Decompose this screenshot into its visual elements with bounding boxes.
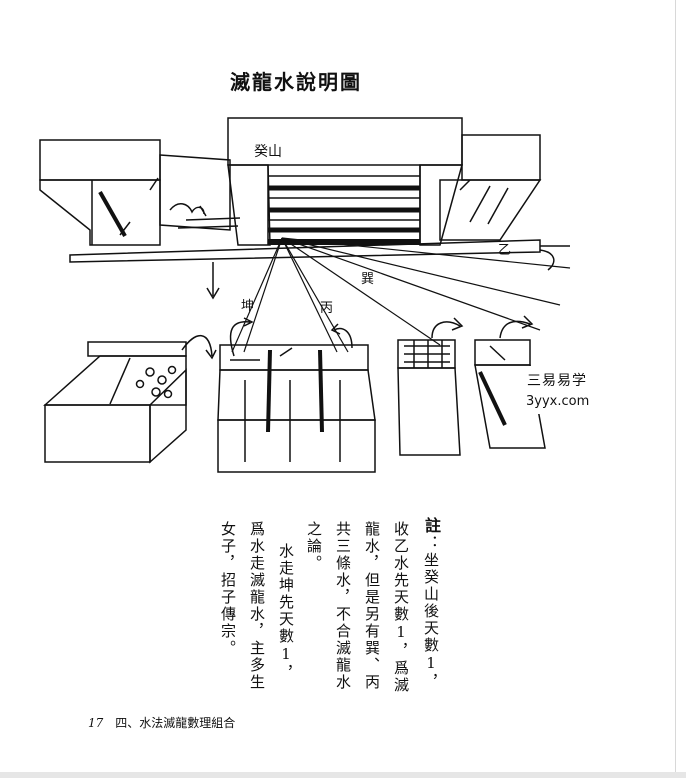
watermark-name: 三易易学 (527, 373, 587, 389)
box-right-2 (474, 339, 546, 449)
water-lines (231, 237, 571, 353)
chapter-title: 四、水法滅龍數理組合 (115, 716, 236, 730)
note-column-1: 註：坐癸山後天數1， (422, 517, 441, 691)
page-title: 滅龍水說明圖 (230, 70, 362, 94)
note-column-7: 爲水走滅龍水，主多生 (248, 521, 266, 691)
central-building (227, 117, 463, 246)
label-xun: 巽 (361, 272, 375, 287)
watermark-url: 3yyx.com (526, 394, 590, 409)
note-column-4: 共三條水，不合滅龍水 (334, 521, 352, 691)
label-bing: 丙 (320, 301, 334, 316)
left-roof (159, 154, 231, 231)
diagram-illustration (39, 117, 571, 473)
page-edge (675, 0, 676, 778)
box-left (43, 341, 187, 464)
dragon-sketch (169, 203, 241, 229)
note-column-3: 龍水，但是另有巽、丙 (363, 521, 381, 691)
box-right-1 (397, 339, 461, 456)
page-bottom-edge (0, 772, 686, 778)
curved-arrow-bing (330, 323, 353, 349)
curved-arrow-kun (229, 317, 254, 357)
note-column-5: 之論。 (305, 521, 323, 572)
road (69, 239, 570, 271)
label-kun: 坤 (241, 299, 255, 314)
page-footer: 17 四、水法滅龍數理組合 (88, 714, 235, 731)
label-yi: 乙 (498, 243, 512, 258)
note-column-2: 收乙水先天數1，爲滅 (392, 521, 410, 694)
box-middle (217, 344, 376, 473)
curved-arrow-yi (499, 315, 534, 339)
page-number: 17 (88, 716, 104, 730)
note-label: 註 (422, 517, 441, 535)
watermark-box (508, 366, 620, 414)
note-column-6: 水走坤先天數1， (277, 543, 295, 682)
curved-arrow-xun (431, 317, 464, 339)
curved-arrow-left (181, 334, 217, 360)
note-column-8: 女子，招子傳宗。 (219, 521, 237, 657)
right-building (439, 134, 542, 241)
left-building (39, 139, 161, 246)
label-gui-mountain: 癸山 (254, 144, 282, 160)
down-arrow (206, 262, 220, 300)
